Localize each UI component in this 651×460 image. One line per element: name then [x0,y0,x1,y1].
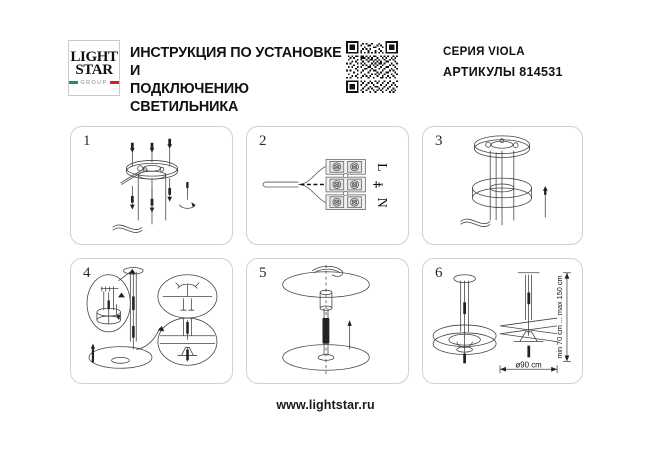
instruction-steps-grid: 1 [70,126,583,384]
step-number-6: 6 [435,265,443,281]
document-header: LIGHT STAR GROUP ИНСТРУКЦИЯ ПО УСТАНОВКЕ… [68,38,583,115]
page-title-line2: ПОДКЛЮЧЕНИЮ СВЕТИЛЬНИКА [130,81,249,115]
logo-line-star: STAR [75,61,113,78]
step-panel-4: 4 [70,258,233,384]
step-panel-1: 1 [70,126,233,245]
page-title-line1: ИНСТРУКЦИЯ ПО УСТАНОВКЕ И [130,45,342,79]
qr-code-icon [346,41,398,93]
lightstar-logo: LIGHT STAR GROUP [68,40,120,96]
footer-url[interactable]: www.lightstar.ru [276,398,375,412]
step-panel-2: 2 [246,126,409,245]
step-panel-6: 6 [422,258,583,384]
step-5-diagram [282,264,370,376]
italian-flag-red-icon [109,81,119,84]
logo-line-group: GROUP [80,79,108,86]
logo-group-row: GROUP [69,79,119,86]
step-number-1: 1 [83,133,91,149]
step-3-diagram [460,135,548,227]
step-number-3: 3 [435,133,443,149]
product-identification: СЕРИЯ VIOLA АРТИКУЛЫ 814531 [443,46,588,79]
series-label: СЕРИЯ VIOLA [443,46,525,58]
step-number-2: 2 [259,133,267,149]
terminal-label-live: L [375,163,390,171]
step-number-4: 4 [83,265,91,281]
height-dimension-label: min 70 cm ... max 150 cm [555,275,564,358]
earth-symbol-icon [373,181,383,188]
article-label: АРТИКУЛЫ 814531 [443,65,563,79]
step-panel-3: 3 [422,126,583,245]
step-4-diagram [86,267,218,369]
step-6-diagram: min 70 cm ... max 150 cm ø90 cm [432,272,571,374]
step-number-5: 5 [259,265,267,281]
italian-flag-green-icon [69,81,79,84]
step-panel-5: 5 [246,258,409,384]
step-1-diagram [112,138,196,233]
step-2-diagram: L N [262,159,390,210]
page-title: ИНСТРУКЦИЯ ПО УСТАНОВКЕ И ПОДКЛЮЧЕНИЮ СВ… [130,44,352,116]
terminal-label-neutral: N [375,198,390,208]
logo-line-light: LIGHT [70,48,118,65]
diameter-dimension-label: ø90 cm [515,360,542,369]
